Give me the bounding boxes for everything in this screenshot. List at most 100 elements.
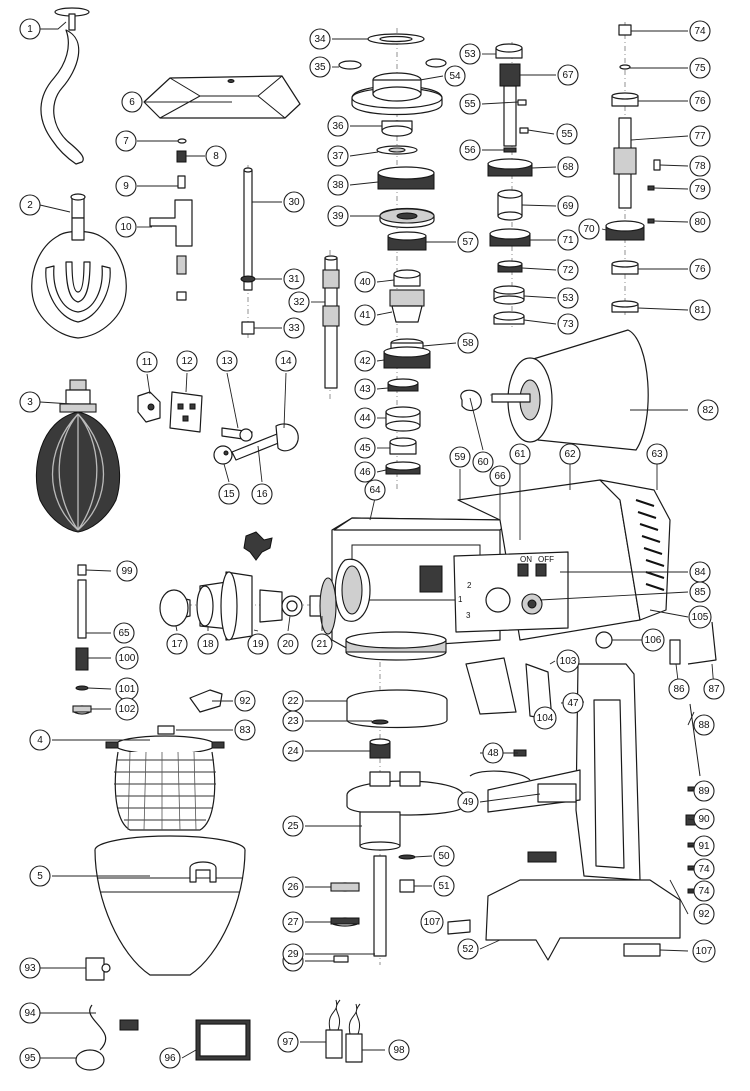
callout-circle [354, 271, 376, 293]
callout-33: 33 [283, 317, 305, 339]
callout-87: 87 [703, 678, 725, 700]
callout-number: 73 [562, 319, 574, 330]
callout-number: 90 [698, 814, 710, 825]
callout-number: 88 [698, 720, 710, 731]
speed-2-label: 2 [467, 581, 472, 590]
callout-circle [282, 710, 304, 732]
lift-lever-parts [149, 138, 193, 301]
callout-circle [693, 780, 715, 802]
callout-circle [327, 174, 349, 196]
callout-29: 29 [282, 943, 304, 965]
callout-number: 21 [316, 639, 328, 650]
callout-circle [689, 20, 711, 42]
callout-circle [689, 155, 711, 177]
callout-49: 49 [457, 791, 479, 813]
callout-74a: 74 [689, 20, 711, 42]
callout-number: 55 [464, 99, 476, 110]
callout-circle [115, 175, 137, 197]
callout-34: 34 [309, 28, 331, 50]
callout-number: 68 [562, 162, 574, 173]
callout-43: 43 [354, 378, 376, 400]
callout-83: 83 [234, 719, 256, 741]
lift-rod [240, 167, 256, 335]
callout-21: 21 [311, 633, 333, 655]
callout-number: 74 [698, 864, 710, 875]
callout-36: 36 [327, 115, 349, 137]
callout-number: 78 [694, 161, 706, 172]
callout-number: 46 [359, 467, 371, 478]
callout-46: 46 [354, 461, 376, 483]
callout-number: 25 [287, 821, 299, 832]
callout-number: 59 [454, 452, 466, 463]
callout-number: 62 [564, 449, 576, 460]
callout-72: 72 [557, 259, 579, 281]
callout-number: 74 [694, 26, 706, 37]
callout-number: 11 [142, 357, 153, 368]
callout-circle [327, 145, 349, 167]
callout-circle [116, 560, 138, 582]
callout-circle [449, 446, 471, 468]
callout-number: 51 [438, 881, 450, 892]
callout-number: 22 [287, 696, 299, 707]
callout-54: 54 [444, 65, 466, 87]
callout-25: 25 [282, 815, 304, 837]
callout-91: 91 [693, 835, 715, 857]
callout-42: 42 [354, 350, 376, 372]
callout-32: 32 [288, 291, 310, 313]
callout-40: 40 [354, 271, 376, 293]
callout-8: 8 [205, 145, 227, 167]
callout-number: 85 [694, 587, 706, 598]
callout-78: 78 [689, 155, 711, 177]
callout-circle [557, 64, 579, 86]
callout-number: 77 [694, 131, 706, 142]
callout-number: 33 [288, 323, 300, 334]
callout-number: 55 [561, 129, 573, 140]
callout-circle [277, 1031, 299, 1053]
callout-number: 13 [221, 356, 233, 367]
callout-circle [234, 719, 256, 741]
callout-7: 7 [115, 130, 137, 152]
callout-circle [234, 690, 256, 712]
callout-53a: 53 [459, 43, 481, 65]
callout-12: 12 [176, 350, 198, 372]
callout-circle [703, 678, 725, 700]
callout-number: 42 [359, 356, 371, 367]
callout-number: 76 [694, 264, 706, 275]
small-bottom-parts [189, 689, 697, 894]
callout-number: 103 [560, 656, 577, 667]
callout-89: 89 [693, 780, 715, 802]
callout-number: 94 [24, 1008, 36, 1019]
callout-number: 48 [487, 748, 499, 759]
callout-circle [693, 808, 715, 830]
callout-number: 20 [282, 639, 294, 650]
callout-number: 4 [37, 735, 43, 746]
callout-circle [457, 791, 479, 813]
callout-circle [557, 156, 579, 178]
callout-number: 32 [293, 297, 305, 308]
callout-circle [388, 1039, 410, 1061]
callout-69: 69 [557, 195, 579, 217]
callout-44: 44 [354, 407, 376, 429]
callout-number: 17 [171, 639, 183, 650]
callout-circle [457, 332, 479, 354]
callout-circle [136, 351, 158, 373]
callout-14: 14 [275, 350, 297, 372]
callout-circle [282, 943, 304, 965]
dough-hook [40, 7, 90, 165]
safety-guard [105, 725, 225, 831]
callout-84: 84 [689, 561, 711, 583]
callout-number: 89 [698, 786, 710, 797]
callout-105: 105 [688, 605, 712, 629]
callout-circle [668, 678, 690, 700]
callout-77: 77 [689, 125, 711, 147]
callout-number: 101 [119, 684, 136, 695]
bracket-parts [137, 391, 203, 433]
callout-circle [693, 880, 715, 902]
callout-circle [688, 605, 712, 629]
callout-80: 80 [689, 211, 711, 233]
callout-number: 63 [651, 449, 663, 460]
callout-circle [646, 443, 668, 465]
callout-2: 2 [19, 194, 41, 216]
callout-68: 68 [557, 156, 579, 178]
